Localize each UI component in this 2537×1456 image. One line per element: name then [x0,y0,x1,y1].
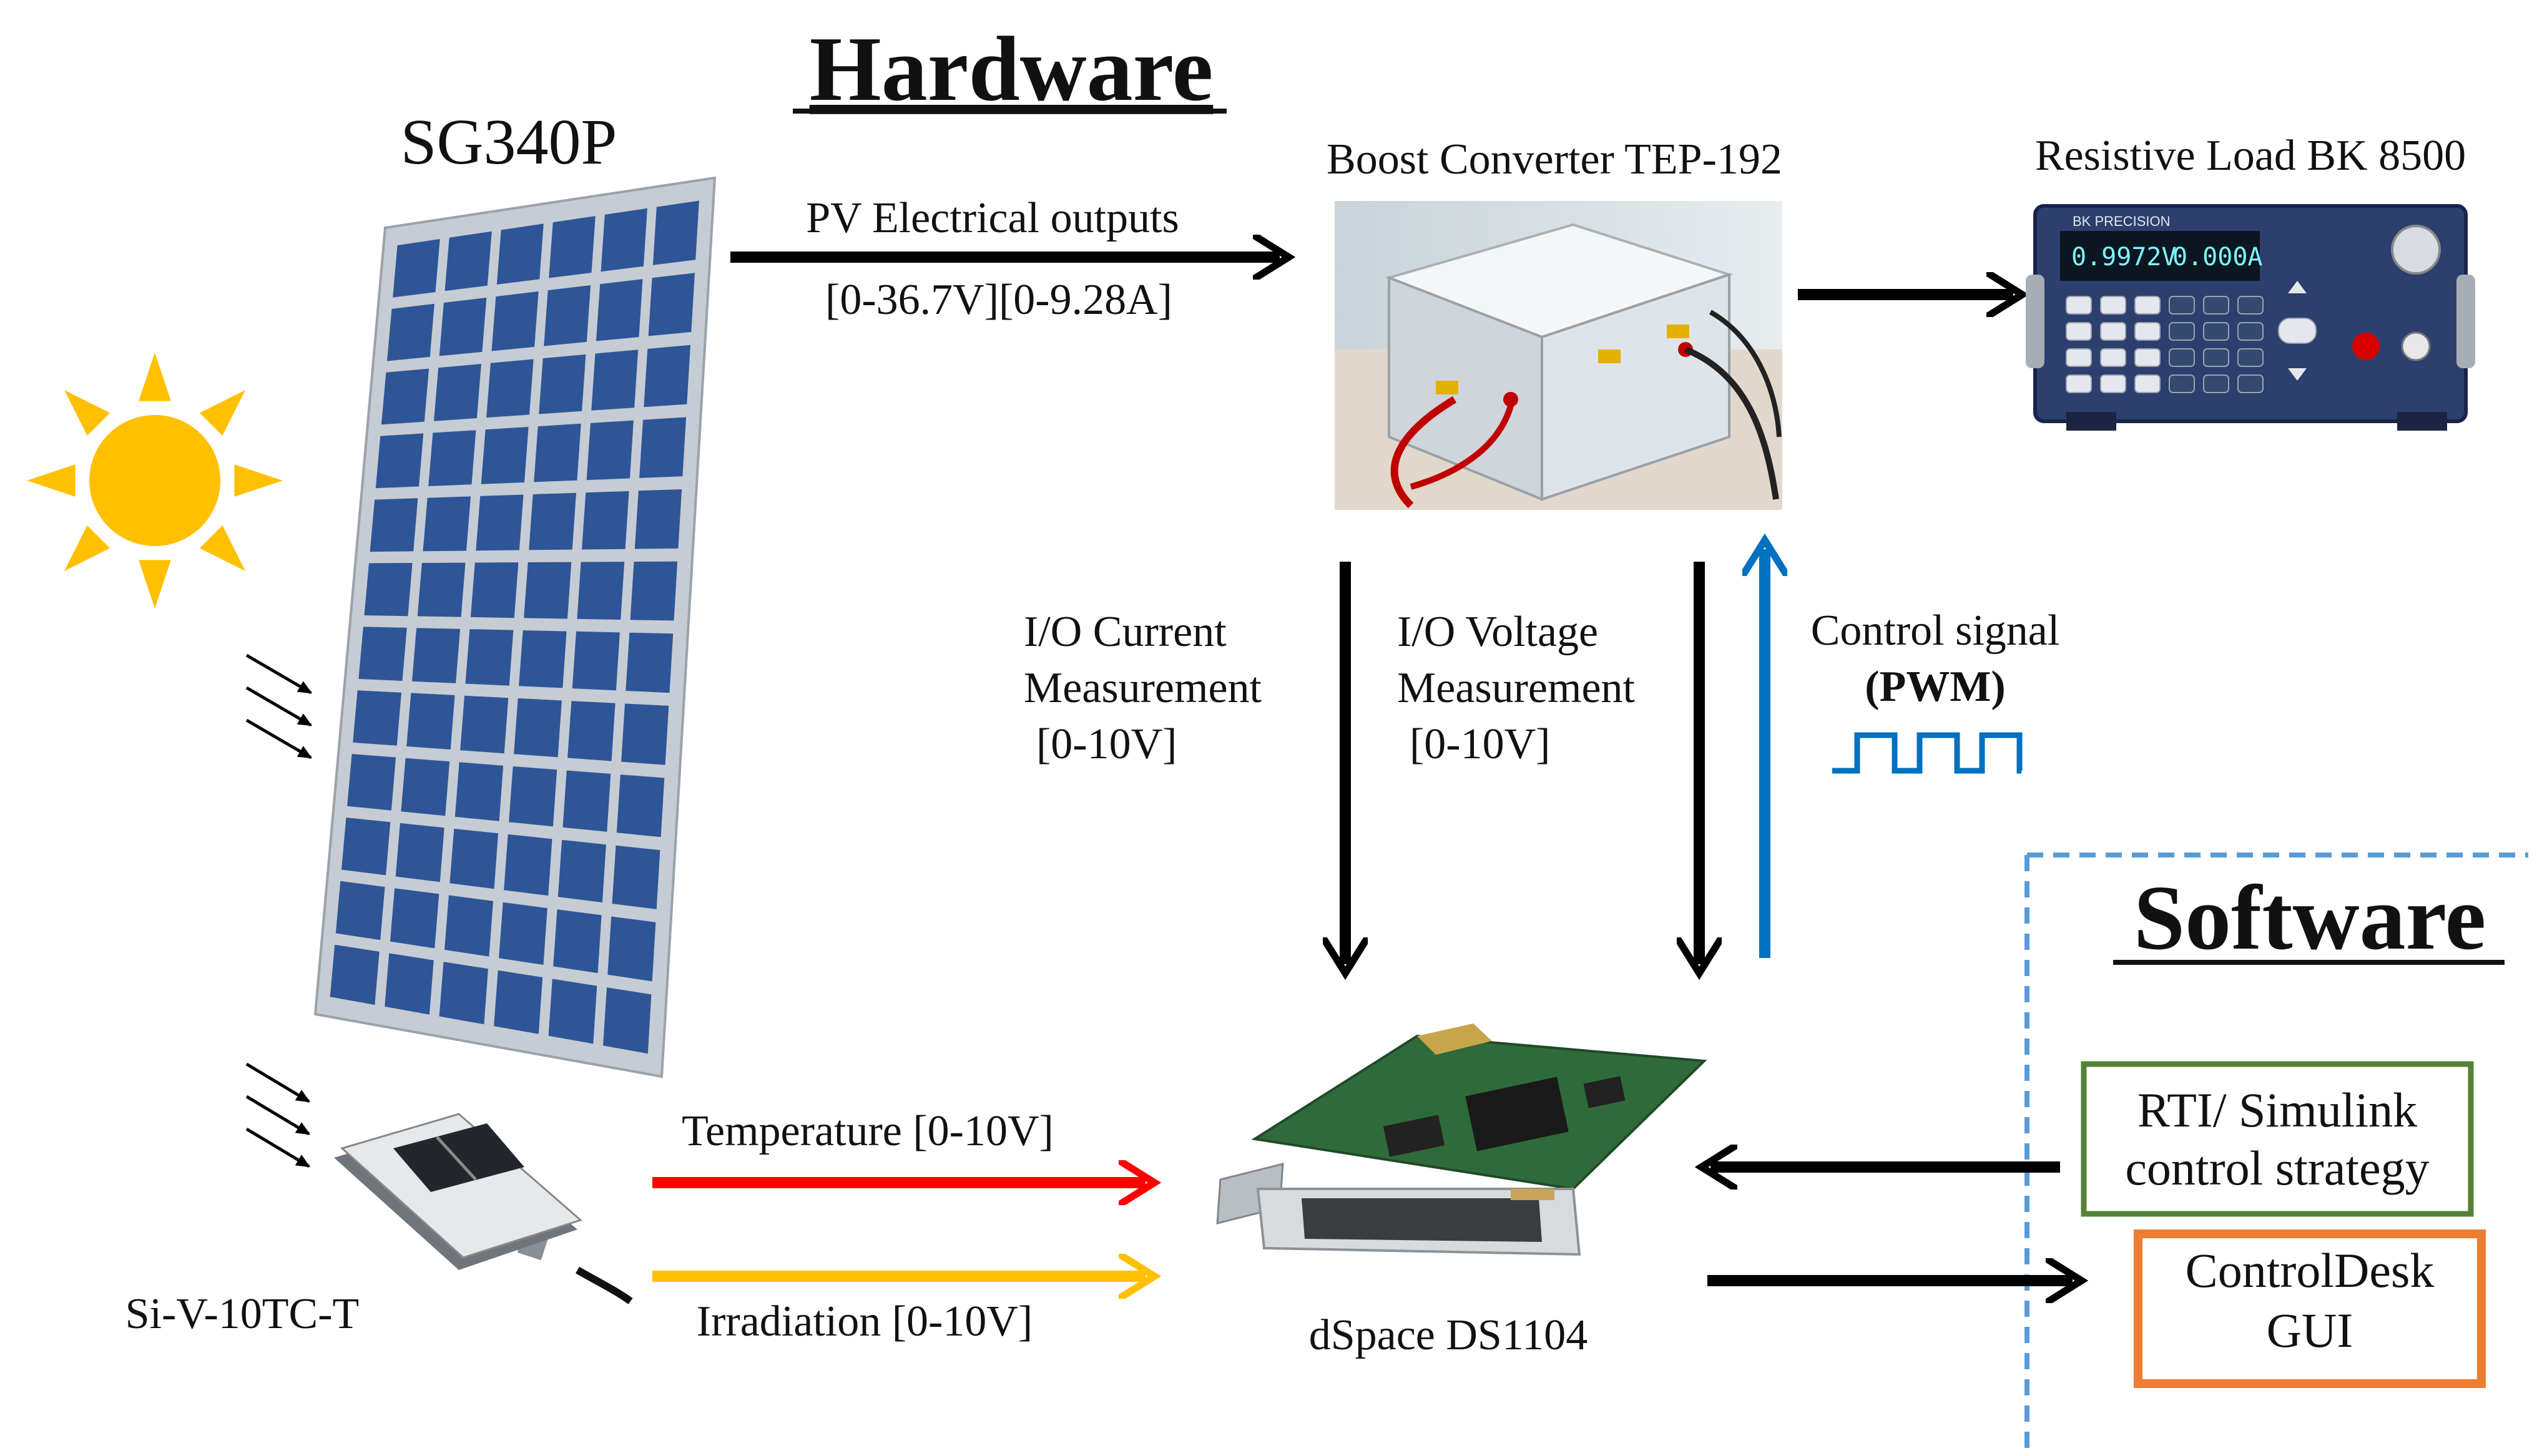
resistive-load-label: Resistive Load BK 8500 [2035,132,2466,180]
controldesk-line2: GUI [2267,1303,2353,1357]
dspace-label: dSpace DS1104 [1309,1311,1588,1359]
pwm-label: (PWM) [1865,663,2005,711]
boost-converter-label: Boost Converter TEP-192 [1327,135,1782,183]
voltage-meas-range: [0-10V] [1410,720,1550,768]
sun-icon [27,353,283,608]
rti-line1: RTI/ Simulink [2137,1083,2417,1137]
irradiance-sensor-icon [334,1113,633,1304]
load-display-current: 0.000A [2172,243,2263,271]
pwm-waveform-icon [1832,732,2023,774]
controldesk-box [2134,1229,2486,1388]
sensor-label: Si-V-10TC-T [125,1290,360,1338]
pv-outputs-range: [0-36.7V][0-9.28A] [825,276,1172,324]
resistive-load-icon: BK PRECISION 0.9972V 0.000A [2026,204,2475,431]
current-meas-line2: Measurement [1024,664,1262,712]
sensor-light-rays-icon [245,1062,311,1168]
pv-panel-icon [313,176,717,1078]
load-display-voltage: 0.9972V [2071,243,2177,271]
rti-line2: control strategy [2125,1141,2429,1195]
voltage-meas-line2: Measurement [1397,664,1636,712]
irradiation-label: Irradiation [0-10V] [697,1297,1033,1346]
load-brand: BK PRECISION [2073,213,2170,229]
current-meas-line1: I/O Current [1024,608,1227,656]
temperature-label: Temperature [0-10V] [682,1107,1054,1155]
voltage-meas-line1: I/O Voltage [1397,608,1598,656]
hardware-heading: Hardware [810,18,1214,120]
boost-converter-icon [1335,201,1782,510]
dspace-board-icon [1216,1024,1707,1256]
control-signal-label: Control signal [1811,607,2060,655]
rti-simulink-box [2081,1061,2474,1217]
light-rays-icon [245,653,313,760]
pv-panel-label: SG340P [401,106,617,178]
current-meas-range: [0-10V] [1036,720,1177,768]
pv-outputs-label: PV Electrical outputs [806,194,1179,242]
controldesk-line1: ControlDesk [2186,1243,2435,1297]
software-heading: Software [2134,867,2486,969]
